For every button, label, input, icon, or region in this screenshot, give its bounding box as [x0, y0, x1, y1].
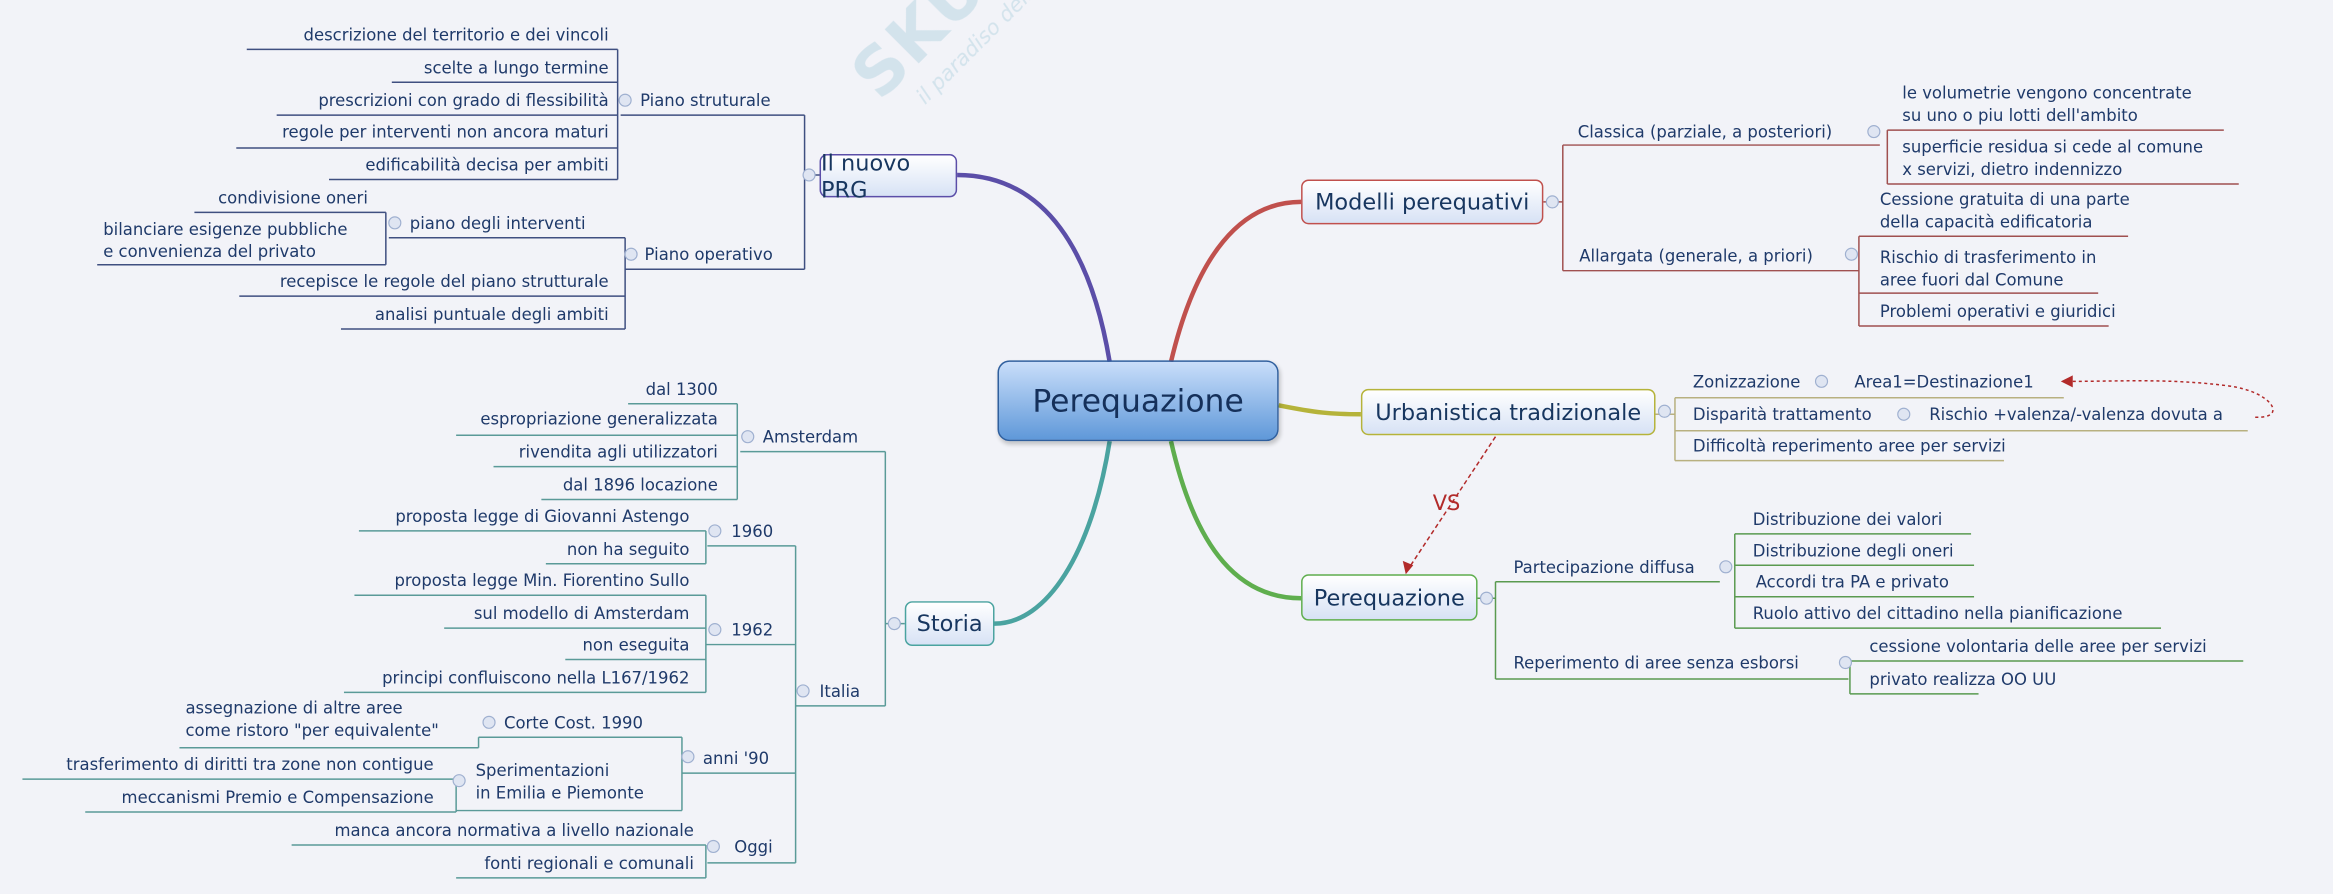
list-item[interactable]: dal 1300	[645, 379, 718, 400]
topic-storia[interactable]: Storia	[904, 601, 995, 647]
list-item[interactable]: edificabilità decisa per ambiti	[365, 155, 609, 175]
list-item[interactable]: proposta legge di Giovanni Astengo	[395, 506, 690, 527]
topic-modelli-perequativi[interactable]: Modelli perequativi	[1301, 179, 1544, 225]
subtopic-allargata[interactable]: Allargata (generale, a priori)	[1579, 246, 1813, 267]
list-item[interactable]: le volumetrie vengono concentrate su uno…	[1902, 83, 2192, 126]
list-item[interactable]: cessione volontaria delle aree per servi…	[1869, 637, 2207, 657]
list-item[interactable]: privato realizza OO UU	[1869, 669, 2057, 690]
subtopic-piano-strutturale[interactable]: Piano struturale	[640, 91, 771, 111]
relationship-arrowhead	[2060, 375, 2073, 388]
subtopic-1962[interactable]: 1962	[731, 620, 774, 641]
list-item[interactable]: dal 1896 locazione	[562, 475, 718, 496]
subtopic-1960[interactable]: 1960	[731, 521, 774, 542]
topic-il-nuovo-prg[interactable]: Il nuovo PRG	[819, 149, 958, 203]
list-item[interactable]: rivendita agli utilizzatori	[518, 442, 718, 463]
list-item[interactable]: regole per interventi non ancora maturi	[282, 122, 609, 143]
subtopic-piano-degli-interventi[interactable]: piano degli interventi	[409, 213, 586, 234]
list-item[interactable]: Rischio di trasferimento in aree fuori d…	[1879, 248, 2097, 291]
list-item[interactable]: condivisione oneri	[218, 188, 368, 208]
list-item[interactable]: assegnazione di altre aree come ristoro …	[185, 698, 439, 741]
list-item[interactable]: descrizione del territorio e dei vincoli	[303, 25, 609, 45]
list-item[interactable]: prescrizioni con grado di flessibilità	[318, 91, 609, 111]
central-topic[interactable]: Perequazione	[997, 360, 1279, 442]
list-item[interactable]: Distribuzione dei valori	[1752, 509, 1943, 530]
list-item[interactable]: fonti regionali e comunali	[484, 853, 694, 874]
list-item[interactable]: bilanciare esigenze pubbliche e convenie…	[103, 219, 348, 262]
topic-urbanistica-tradizionale[interactable]: Urbanistica tradizionale	[1360, 388, 1656, 436]
subtopic-oggi[interactable]: Oggi	[734, 837, 773, 857]
relationship-arrow-curve	[2071, 380, 2274, 418]
subtopic-reperimento-aree[interactable]: Reperimento di aree senza esborsi	[1513, 653, 1799, 673]
list-item[interactable]: meccanismi Premio e Compensazione	[121, 788, 434, 808]
topic-perequazione[interactable]: Perequazione	[1301, 574, 1478, 621]
subtopic-piano-operativo[interactable]: Piano operativo	[644, 245, 773, 265]
subtopic-disparita-trattamento[interactable]: Disparità trattamento	[1692, 405, 1872, 425]
list-item[interactable]: sul modello di Amsterdam	[473, 604, 690, 624]
branch-storia	[994, 440, 1112, 626]
list-item[interactable]: trasferimento di diritti tra zone non co…	[66, 755, 434, 775]
subtopic-sperimentazioni[interactable]: Sperimentazioni in Emilia e Piemonte	[475, 761, 644, 804]
vs-arrowhead	[1402, 560, 1414, 575]
list-item[interactable]: recepisce le regole del piano struttural…	[279, 272, 609, 292]
branch-modelli	[1168, 199, 1302, 363]
branch-perequazione	[1168, 440, 1302, 601]
list-item[interactable]: non ha seguito	[566, 539, 690, 560]
list-item[interactable]: superficie residua si cede al comune x s…	[1902, 137, 2204, 180]
list-item[interactable]: non eseguita	[582, 635, 690, 656]
list-item[interactable]: analisi puntuale degli ambiti	[374, 305, 609, 325]
list-item[interactable]: scelte a lungo termine	[423, 58, 609, 78]
subtopic-classica[interactable]: Classica (parziale, a posteriori)	[1577, 122, 1833, 143]
list-item[interactable]: espropriazione generalizzata	[480, 409, 718, 430]
list-item[interactable]: Rischio +valenza/-valenza dovuta a	[1929, 405, 2223, 425]
subtopic-corte-cost-1990[interactable]: Corte Cost. 1990	[503, 713, 643, 733]
subtopic-difficolta[interactable]: Difficoltà reperimento aree per servizi	[1692, 436, 2006, 457]
list-item[interactable]: Distribuzione degli oneri	[1752, 541, 1954, 561]
list-item[interactable]: Ruolo attivo del cittadino nella pianifi…	[1752, 604, 2123, 624]
branch-urbanistica	[1278, 403, 1361, 417]
list-item[interactable]: proposta legge Min. Fiorentino Sullo	[394, 571, 690, 591]
subtopic-zonizzazione[interactable]: Zonizzazione	[1692, 372, 1801, 392]
subtopic-partecipazione-diffusa[interactable]: Partecipazione diffusa	[1513, 557, 1695, 578]
vs-label: VS	[1432, 492, 1461, 516]
subtopic-amsterdam[interactable]: Amsterdam	[762, 427, 859, 448]
vs-relationship-line	[1408, 436, 1497, 569]
subtopic-italia[interactable]: Italia	[819, 681, 861, 702]
subtopic-anni-90[interactable]: anni '90	[702, 749, 770, 769]
list-item[interactable]: Problemi operativi e giuridici	[1879, 302, 2116, 322]
list-item[interactable]: principi confluiscono nella L167/1962	[382, 668, 690, 688]
list-item[interactable]: manca ancora normativa a livello naziona…	[334, 821, 694, 841]
list-item[interactable]: Accordi tra PA e privato	[1755, 572, 1949, 593]
branch-prg	[957, 172, 1112, 363]
list-item[interactable]: Cessione gratuita di una parte della cap…	[1879, 189, 2130, 232]
list-item[interactable]: Area1=Destinazione1	[1854, 372, 2034, 392]
